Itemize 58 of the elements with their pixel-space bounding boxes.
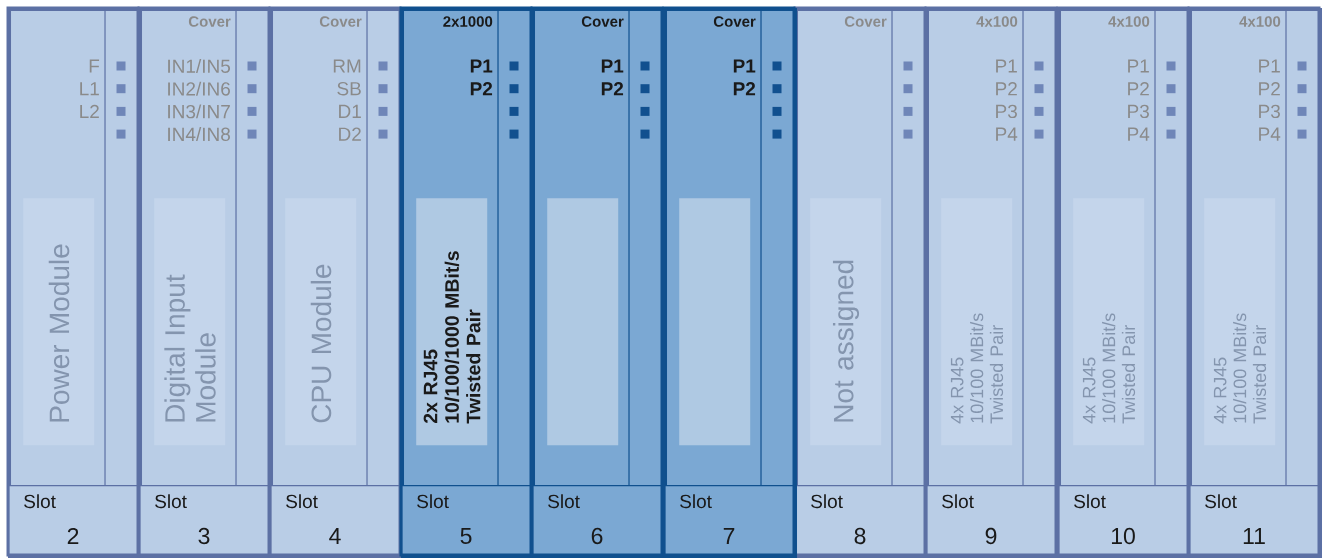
port-label: RM <box>333 59 361 73</box>
module-header-label: 4x100 <box>1108 16 1150 27</box>
port-label: P2 <box>601 82 624 96</box>
port-label: P2 <box>733 82 756 96</box>
slot-label-box: Slot 11 <box>1189 485 1321 557</box>
port-label: P1 <box>470 59 493 73</box>
port-label: P1 <box>996 59 1017 73</box>
port-label: IN3/IN7 <box>168 104 230 119</box>
port-label: L1 <box>80 82 99 96</box>
port-label: F <box>89 59 100 73</box>
port-label: D2 <box>339 127 361 141</box>
port-label: IN4/IN8 <box>168 127 230 142</box>
port-label: P4 <box>996 127 1018 141</box>
port-label: L2 <box>80 104 99 119</box>
text-panel: 4x RJ45 10/100 MBit/s Twisted Pair <box>1204 198 1276 446</box>
slot-label-box: Slot 10 <box>1058 485 1190 557</box>
module-header-label: Cover <box>844 16 887 27</box>
slot-label-box: Slot 3 <box>139 485 271 557</box>
port-label: P1 <box>1259 59 1280 73</box>
port-label: P3 <box>1259 104 1280 119</box>
port-label: P2 <box>996 82 1017 96</box>
port-label: P1 <box>601 59 624 73</box>
port-label: P3 <box>1128 104 1149 119</box>
port-label: SB <box>337 81 361 96</box>
module-header-label: Cover <box>188 16 231 27</box>
module-header-label: Cover <box>713 16 756 27</box>
port-label: P3 <box>996 104 1017 119</box>
module-header-label: 2x1000 <box>443 16 493 27</box>
slot-label-box: Slot 5 <box>401 485 533 557</box>
text-panel: Not assigned <box>810 198 882 446</box>
text-panel: 4x RJ45 10/100 MBit/s Twisted Pair <box>1073 198 1145 446</box>
port-label: D1 <box>339 104 361 118</box>
blank-panel <box>679 198 751 446</box>
port-label: P4 <box>1128 127 1150 141</box>
port-label: P2 <box>1128 82 1149 96</box>
module-header-label: 4x100 <box>976 16 1018 27</box>
module-header-label: 4x100 <box>1239 16 1281 27</box>
blank-panel <box>547 198 619 446</box>
text-panel: Digital Input Module <box>154 198 226 446</box>
text-panel: CPU Module <box>285 198 357 446</box>
text-panel: 4x RJ45 10/100 MBit/s Twisted Pair <box>941 198 1013 446</box>
port-label: P1 <box>733 59 756 73</box>
text-panel: 2x RJ45 10/100/1000 MBit/s Twisted Pair <box>416 198 488 446</box>
module-header-label: Cover <box>319 16 362 27</box>
port-label: P1 <box>1128 59 1149 73</box>
port-label: IN1/IN5 <box>168 59 230 73</box>
port-label: P4 <box>1259 127 1281 141</box>
port-label: IN2/IN6 <box>168 81 230 96</box>
slot-label-box: Slot 6 <box>532 485 664 557</box>
slot-label-box: Slot 4 <box>270 485 402 557</box>
port-label: P2 <box>1259 82 1280 96</box>
port-label: P2 <box>470 82 493 96</box>
slot-label-box: Slot 7 <box>664 485 796 557</box>
module-header-label: Cover <box>581 16 624 27</box>
text-panel: Power Module <box>23 198 95 446</box>
slot-label-box: Slot 8 <box>795 485 927 557</box>
slot-label-box: Slot 2 <box>8 485 140 557</box>
slot-label-box: Slot 9 <box>926 485 1058 557</box>
